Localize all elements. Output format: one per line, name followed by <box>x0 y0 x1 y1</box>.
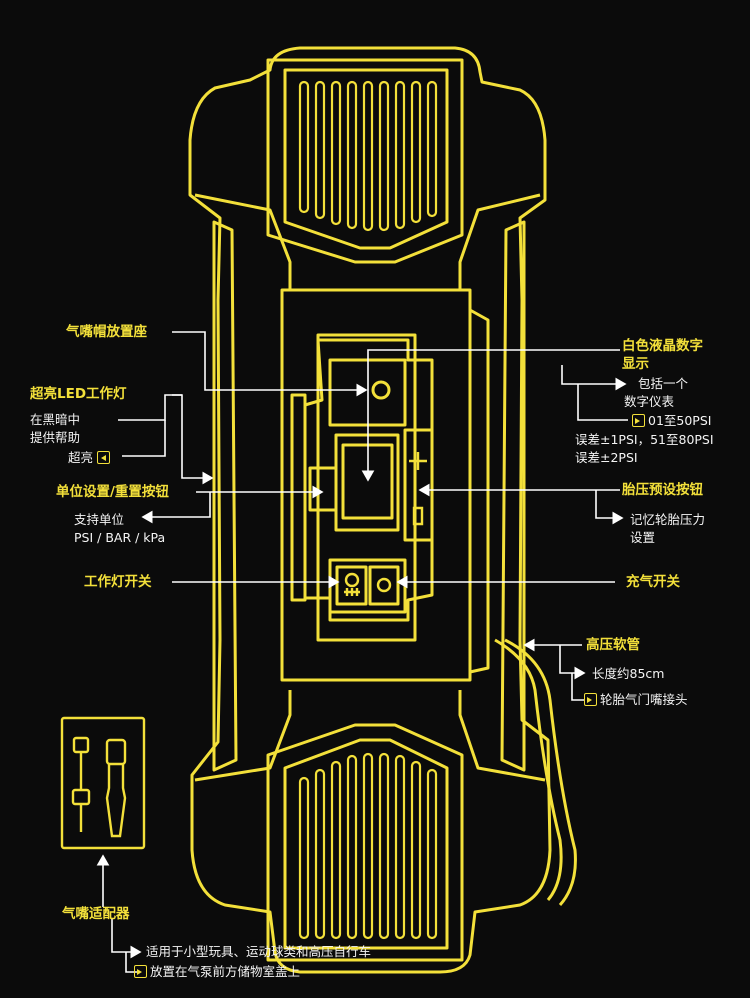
plus-icon <box>409 452 427 470</box>
minus-icon <box>412 506 424 526</box>
power-icon <box>376 577 392 593</box>
label-nozzle-seat: 气嘴帽放置座 <box>66 324 147 340</box>
label-lcd-title-2: 显示 <box>622 356 649 372</box>
label-led-desc-1: 在黑暗中 <box>30 412 81 427</box>
label-preset-desc-1: 记忆轮胎压力 <box>630 512 706 527</box>
label-lcd-desc-3: 01至50PSI <box>632 413 711 428</box>
label-preset-desc-2: 设置 <box>630 530 656 545</box>
label-unit-button-desc-1: 支持单位 <box>74 512 125 527</box>
label-lcd-desc-2: 数字仪表 <box>624 394 675 409</box>
button-glyphs <box>344 452 427 596</box>
label-hose-title: 高压软管 <box>586 637 640 653</box>
adapter-box <box>60 716 146 850</box>
label-lamp-switch: 工作灯开关 <box>84 574 152 590</box>
bottom-grille-slats <box>298 752 438 940</box>
leader-lines <box>96 331 628 973</box>
device-body-outline <box>188 46 577 974</box>
label-adapter-desc-2: 放置在气泵前方储物室盖上 <box>134 964 300 979</box>
label-lcd-desc-4: 误差±1PSI，51至80PSI <box>575 432 714 447</box>
label-inflate-switch: 充气开关 <box>626 574 680 590</box>
label-unit-button-desc-2: PSI / BAR / kPa <box>74 530 166 545</box>
arrow-box-icon <box>97 451 110 464</box>
label-led-desc-3: 超亮 <box>68 450 113 465</box>
label-lcd-desc-1: 包括一个 <box>638 376 689 391</box>
label-adapter-title: 气嘴适配器 <box>62 906 130 922</box>
label-led-title: 超亮LED工作灯 <box>30 386 127 402</box>
label-hose-desc-2: 轮胎气门嘴接头 <box>584 692 688 707</box>
lamp-icon <box>344 572 360 588</box>
label-lcd-title-1: 白色液晶数字 <box>622 338 703 354</box>
label-adapter-desc-1: 适用于小型玩具、运动球类和高压自行车 <box>146 944 372 959</box>
label-unit-button-title: 单位设置/重置按钮 <box>56 484 169 500</box>
top-grille-slats <box>298 80 438 232</box>
label-led-desc-2: 提供帮助 <box>30 430 81 445</box>
arrow-box-icon <box>632 414 645 427</box>
label-lcd-desc-5: 误差±2PSI <box>575 450 638 465</box>
label-hose-desc-1: 长度约85cm <box>592 666 665 681</box>
arrow-box-icon <box>584 693 597 706</box>
label-preset-title: 胎压预设按钮 <box>622 482 703 498</box>
arrow-box-icon <box>134 965 147 978</box>
